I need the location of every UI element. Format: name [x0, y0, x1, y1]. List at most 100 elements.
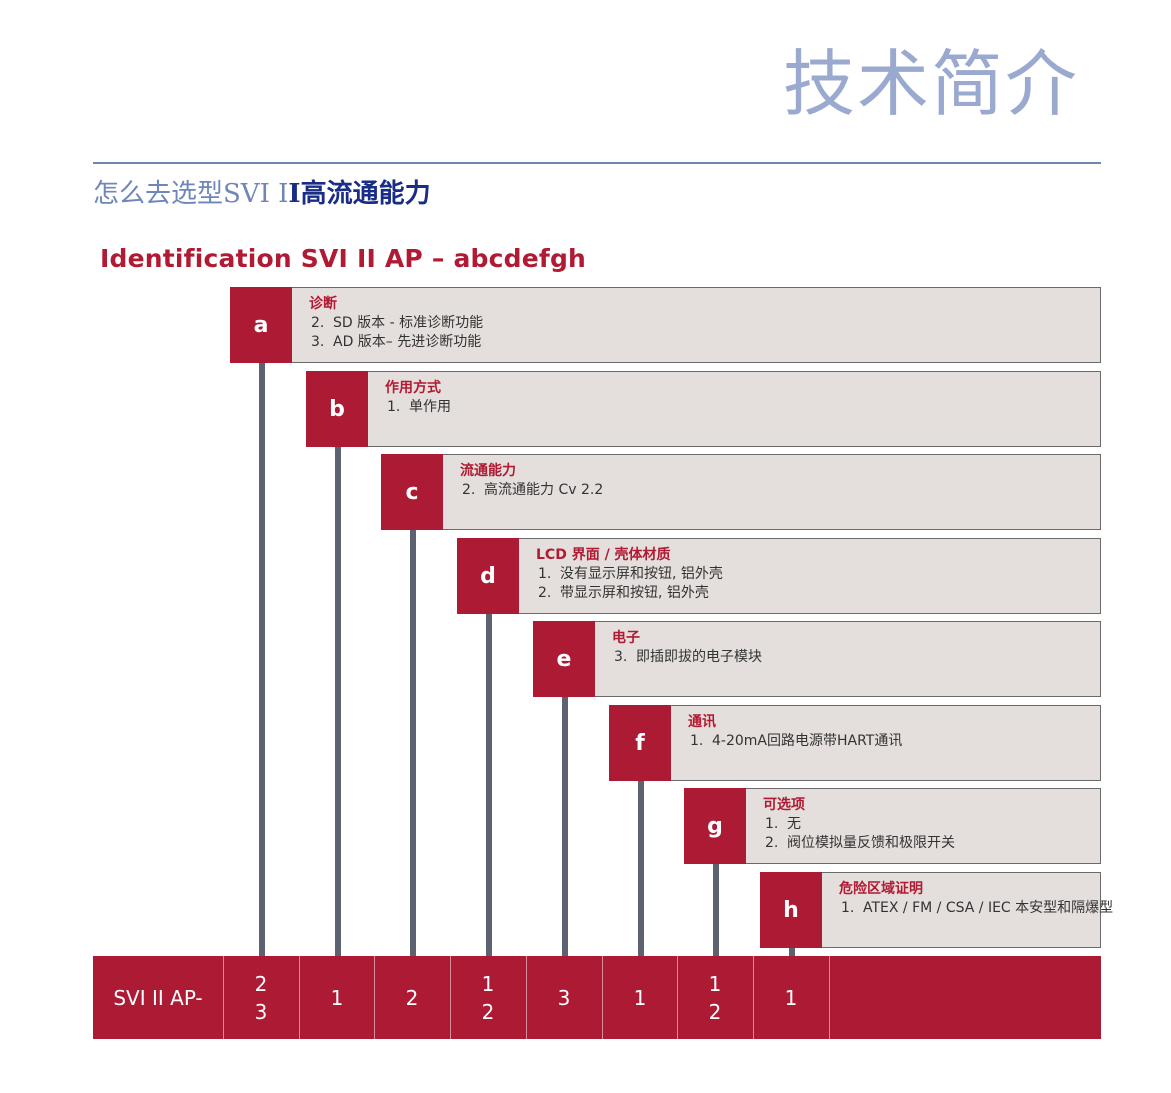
option-item-number: 2. [311, 315, 325, 331]
option-letter-f: f [609, 705, 671, 781]
option-item: 2. 带显示屏和按钮, 铝外壳 [536, 584, 1094, 603]
option-item: 3. 即插即拔的电子模块 [612, 648, 1094, 667]
option-block-e: e 电子 3. 即插即拔的电子模块 [533, 621, 1101, 697]
connector-stem-c [410, 528, 416, 956]
option-text: 可选项 1. 无 2. 阀位模拟量反馈和极限开关 [763, 795, 1094, 853]
option-item: 1. 4-20mA回路电源带HART通讯 [688, 732, 1094, 751]
model-code-value: 2 [708, 999, 722, 1024]
connector-stem-h [789, 946, 795, 956]
option-item-label: 单作用 [409, 399, 451, 415]
code-divider [753, 956, 754, 1039]
model-code-value: 1 [784, 985, 798, 1010]
option-letter-c: c [381, 454, 443, 530]
option-item-number: 3. [311, 334, 325, 350]
model-code-value: 2 [254, 971, 268, 996]
option-item: 3. AD 版本– 先进诊断功能 [309, 333, 1094, 352]
option-block-c: c 流通能力 2. 高流通能力 Cv 2.2 [381, 454, 1101, 530]
option-title: 电子 [612, 630, 640, 646]
header-divider [93, 162, 1101, 164]
option-block-g: g 可选项 1. 无 2. 阀位模拟量反馈和极限开关 [684, 788, 1101, 864]
connector-stem-e [562, 695, 568, 956]
option-title: 可选项 [763, 797, 805, 813]
option-block-d: d LCD 界面 / 壳体材质 1. 没有显示屏和按钮, 铝外壳 2. 带显示屏和按钮, … [457, 538, 1101, 614]
model-code-cell-b: 1 [299, 956, 375, 1039]
model-code-value: 2 [481, 999, 495, 1024]
option-item-number: 1. [765, 816, 779, 832]
connector-stem-f [638, 779, 644, 956]
option-text: 流通能力 2. 高流通能力 Cv 2.2 [460, 461, 1094, 500]
subtitle-bold-part: I高流通能力 [288, 179, 431, 209]
option-letter-g: g [684, 788, 746, 864]
model-code-cell-f: 1 [602, 956, 678, 1039]
option-item: 2. 高流通能力 Cv 2.2 [460, 481, 1094, 500]
code-divider [677, 956, 678, 1039]
model-code-cell-e: 3 [526, 956, 602, 1039]
model-code-value: 1 [330, 985, 344, 1010]
option-item-label: ATEX / FM / CSA / IEC 本安型和隔爆型 [863, 900, 1114, 916]
option-item-label: AD 版本– 先进诊断功能 [333, 334, 482, 350]
option-item-number: 1. [690, 733, 704, 749]
option-letter-b: b [306, 371, 368, 447]
identification-heading: Identification SVI II AP – abcdefgh [100, 244, 587, 273]
option-text: LCD 界面 / 壳体材质 1. 没有显示屏和按钮, 铝外壳 2. 带显示屏和按钮, 铝… [536, 545, 1094, 603]
option-title: 流通能力 [460, 463, 516, 479]
connector-stem-d [486, 612, 492, 956]
subtitle-light-part: 怎么去选型SVI I [93, 179, 289, 209]
code-divider [829, 956, 830, 1039]
option-item: 1. 没有显示屏和按钮, 铝外壳 [536, 565, 1094, 584]
option-item-number: 1. [538, 566, 552, 582]
option-item-label: 阀位模拟量反馈和极限开关 [787, 835, 955, 851]
code-divider [299, 956, 300, 1039]
model-code-value: 1 [481, 971, 495, 996]
model-code-value: 3 [557, 985, 571, 1010]
option-item-number: 2. [538, 585, 552, 601]
option-title: 作用方式 [385, 380, 441, 396]
option-item: 2. 阀位模拟量反馈和极限开关 [763, 834, 1094, 853]
code-divider [526, 956, 527, 1039]
option-item-label: 高流通能力 Cv 2.2 [484, 482, 604, 498]
option-item-label: SD 版本 - 标准诊断功能 [333, 315, 484, 331]
option-text: 作用方式 1. 单作用 [385, 378, 1094, 417]
option-letter-e: e [533, 621, 595, 697]
code-divider [450, 956, 451, 1039]
option-item-label: 无 [787, 816, 801, 832]
option-text: 电子 3. 即插即拔的电子模块 [612, 628, 1094, 667]
option-item-label: 没有显示屏和按钮, 铝外壳 [560, 566, 723, 582]
option-letter-h: h [760, 872, 822, 948]
connector-stem-a [259, 361, 265, 956]
option-item-number: 1. [841, 900, 855, 916]
code-divider [223, 956, 224, 1039]
option-item-number: 2. [765, 835, 779, 851]
option-letter-d: d [457, 538, 519, 614]
option-item-label: 即插即拔的电子模块 [636, 649, 762, 665]
model-code-value: 1 [633, 985, 647, 1010]
model-code-cell-c: 2 [374, 956, 450, 1039]
option-item-label: 4-20mA回路电源带HART通讯 [712, 733, 903, 749]
option-item-label: 带显示屏和按钮, 铝外壳 [560, 585, 709, 601]
option-item-number: 3. [614, 649, 628, 665]
connector-stem-g [713, 862, 719, 956]
option-item-number: 2. [462, 482, 476, 498]
code-divider [602, 956, 603, 1039]
model-code-value: 2 [405, 985, 419, 1010]
option-item: 1. 单作用 [385, 398, 1094, 417]
option-block-b: b 作用方式 1. 单作用 [306, 371, 1101, 447]
option-title: LCD 界面 / 壳体材质 [536, 547, 671, 563]
section-subtitle: 怎么去选型SVI II高流通能力 [93, 176, 431, 212]
connector-stem-b [335, 445, 341, 956]
option-letter-a: a [230, 287, 292, 363]
model-code-cell-h: 1 [753, 956, 829, 1039]
option-item: 1. ATEX / FM / CSA / IEC 本安型和隔爆型 [839, 899, 1113, 918]
model-code-value: 1 [708, 971, 722, 996]
model-code-value: 3 [254, 999, 268, 1024]
option-item-number: 1. [387, 399, 401, 415]
